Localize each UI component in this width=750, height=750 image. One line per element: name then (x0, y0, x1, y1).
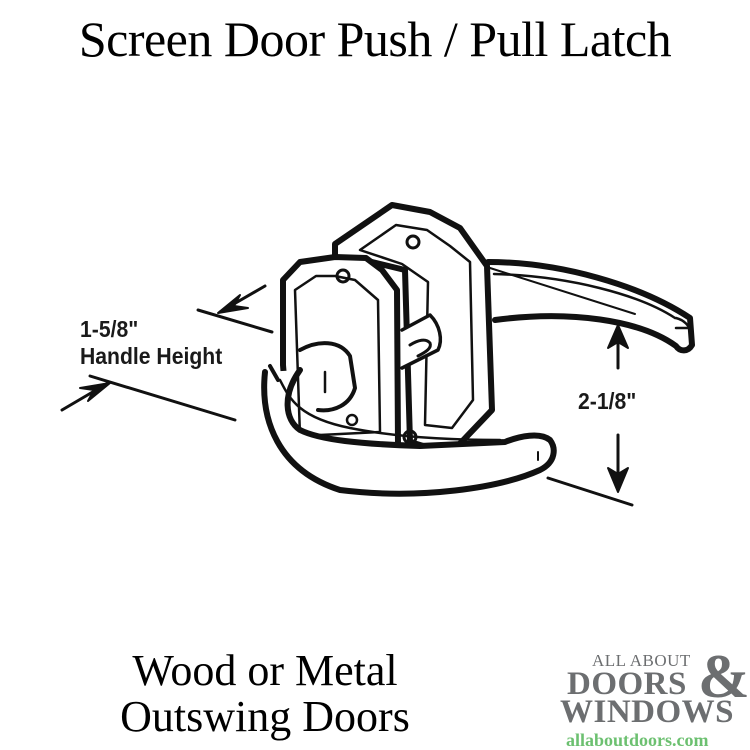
door-compatibility-text: Wood or Metal Outswing Doors (100, 648, 430, 740)
arrow-head-icon (79, 382, 111, 402)
latch-bolt (400, 313, 443, 370)
arrow-up-icon (607, 324, 629, 349)
logo-ampersand: & (698, 643, 750, 711)
lower-handle (261, 364, 557, 497)
logo-line-2: DOORS (567, 666, 687, 702)
logo-line-3: WINDOWS (560, 694, 735, 730)
upper-handle (485, 259, 695, 354)
subtitle-line-1: Wood or Metal (132, 646, 398, 695)
handle-height-value: 1-5/8" (80, 316, 139, 342)
projection-dimension-label: 2-1/8" (578, 388, 637, 414)
logo-url: allaboutdoors.com (566, 730, 709, 750)
handle-height-dimension (60, 284, 274, 422)
arrow-down-icon (607, 467, 629, 493)
logo-line-1: ALL ABOUT (592, 651, 691, 670)
front-plate (280, 254, 401, 453)
product-title: Screen Door Push / Pull Latch (78, 11, 672, 67)
arrow-head-icon (217, 294, 249, 314)
subtitle-line-2: Outswing Doors (120, 692, 410, 741)
handle-height-label: 1-5/8" Handle Height (80, 316, 222, 370)
handle-height-text: Handle Height (80, 343, 223, 370)
